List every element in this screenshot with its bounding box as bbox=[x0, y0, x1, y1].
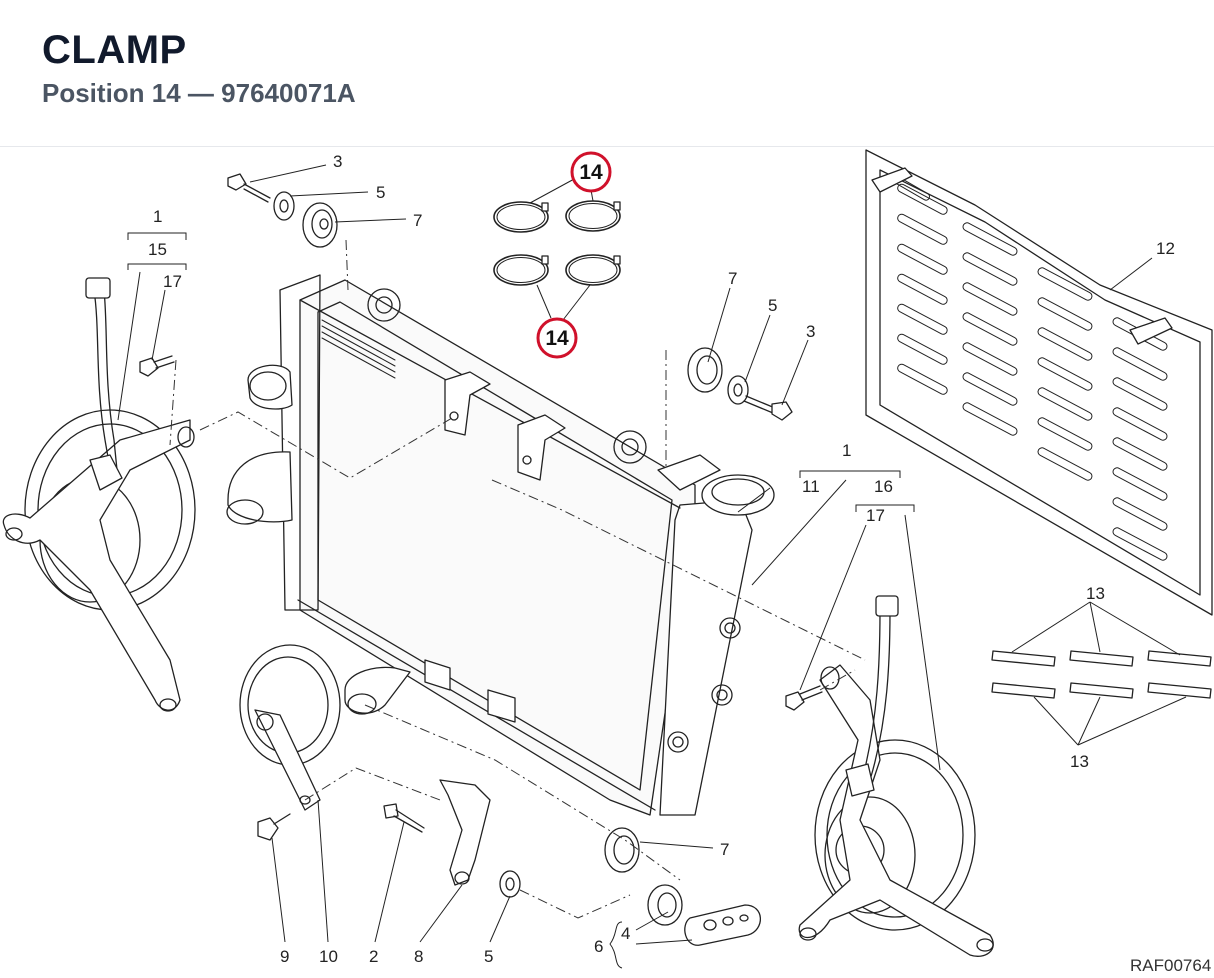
callout-15: 15 bbox=[148, 240, 167, 259]
clamp-group-position-14 bbox=[493, 200, 621, 286]
callout-labels: 3 5 7 1 15 17 7 5 3 12 1 16 17 11 13 13 … bbox=[148, 152, 1175, 966]
clamp-ring bbox=[565, 254, 621, 286]
callout-14-top[interactable]: 14 bbox=[570, 151, 612, 193]
callout-13: 13 bbox=[1070, 752, 1089, 771]
rubber-strips-13 bbox=[991, 650, 1212, 699]
callout-2: 2 bbox=[369, 947, 378, 966]
radiator-grille bbox=[865, 149, 1213, 616]
callout-12: 12 bbox=[1156, 239, 1175, 258]
clamp-ring bbox=[493, 201, 549, 233]
clamp-ring bbox=[568, 257, 618, 283]
callout-14-bottom[interactable]: 14 bbox=[536, 317, 578, 359]
clamp-leader-lines bbox=[529, 177, 594, 321]
page-title: CLAMP bbox=[42, 28, 187, 72]
hardware-top-left bbox=[227, 173, 338, 248]
clamp-ring bbox=[493, 254, 549, 286]
clamp-ring bbox=[568, 203, 618, 229]
callout-6: 6 bbox=[594, 937, 603, 956]
svg-text:14: 14 bbox=[579, 161, 603, 184]
callout-8: 8 bbox=[414, 947, 423, 966]
clamp-ring bbox=[496, 204, 546, 230]
screw-17-right bbox=[785, 685, 823, 711]
hardware-top-right bbox=[687, 347, 793, 421]
bracket-8 bbox=[439, 779, 491, 886]
hardware-bottom bbox=[257, 803, 762, 946]
callout-10: 10 bbox=[319, 947, 338, 966]
screw-17-left bbox=[139, 355, 175, 377]
horn bbox=[239, 644, 341, 811]
callout-1: 1 bbox=[153, 207, 162, 226]
page-header: CLAMP Position 14 — 97640071A bbox=[0, 0, 1214, 147]
alignment-lines bbox=[169, 239, 866, 919]
callout-17: 17 bbox=[163, 272, 182, 291]
callout-5: 5 bbox=[376, 183, 385, 202]
leader-lines bbox=[117, 164, 1187, 969]
callout-7: 7 bbox=[728, 269, 737, 288]
left-cooling-fan bbox=[2, 277, 196, 712]
diagram-reference-code: RAF00764 bbox=[1130, 956, 1211, 975]
callout-9: 9 bbox=[280, 947, 289, 966]
right-cooling-fan bbox=[798, 595, 994, 957]
callout-5: 5 bbox=[768, 296, 777, 315]
radiator bbox=[226, 274, 775, 816]
callout-17: 17 bbox=[866, 506, 885, 525]
part-position-subtitle: Position 14 — 97640071A bbox=[42, 78, 356, 108]
callout-13: 13 bbox=[1086, 584, 1105, 603]
callout-4: 4 bbox=[621, 924, 630, 943]
callout-7: 7 bbox=[413, 211, 422, 230]
callout-7: 7 bbox=[720, 840, 729, 859]
clamp-ring bbox=[565, 200, 621, 232]
callout-11: 11 bbox=[802, 477, 820, 496]
callout-16: 16 bbox=[874, 477, 893, 496]
clamp-ring bbox=[496, 257, 546, 283]
callout-3: 3 bbox=[806, 322, 815, 341]
callout-5: 5 bbox=[484, 947, 493, 966]
callout-1: 1 bbox=[842, 441, 851, 460]
callout-3: 3 bbox=[333, 152, 342, 171]
svg-text:14: 14 bbox=[545, 327, 569, 350]
